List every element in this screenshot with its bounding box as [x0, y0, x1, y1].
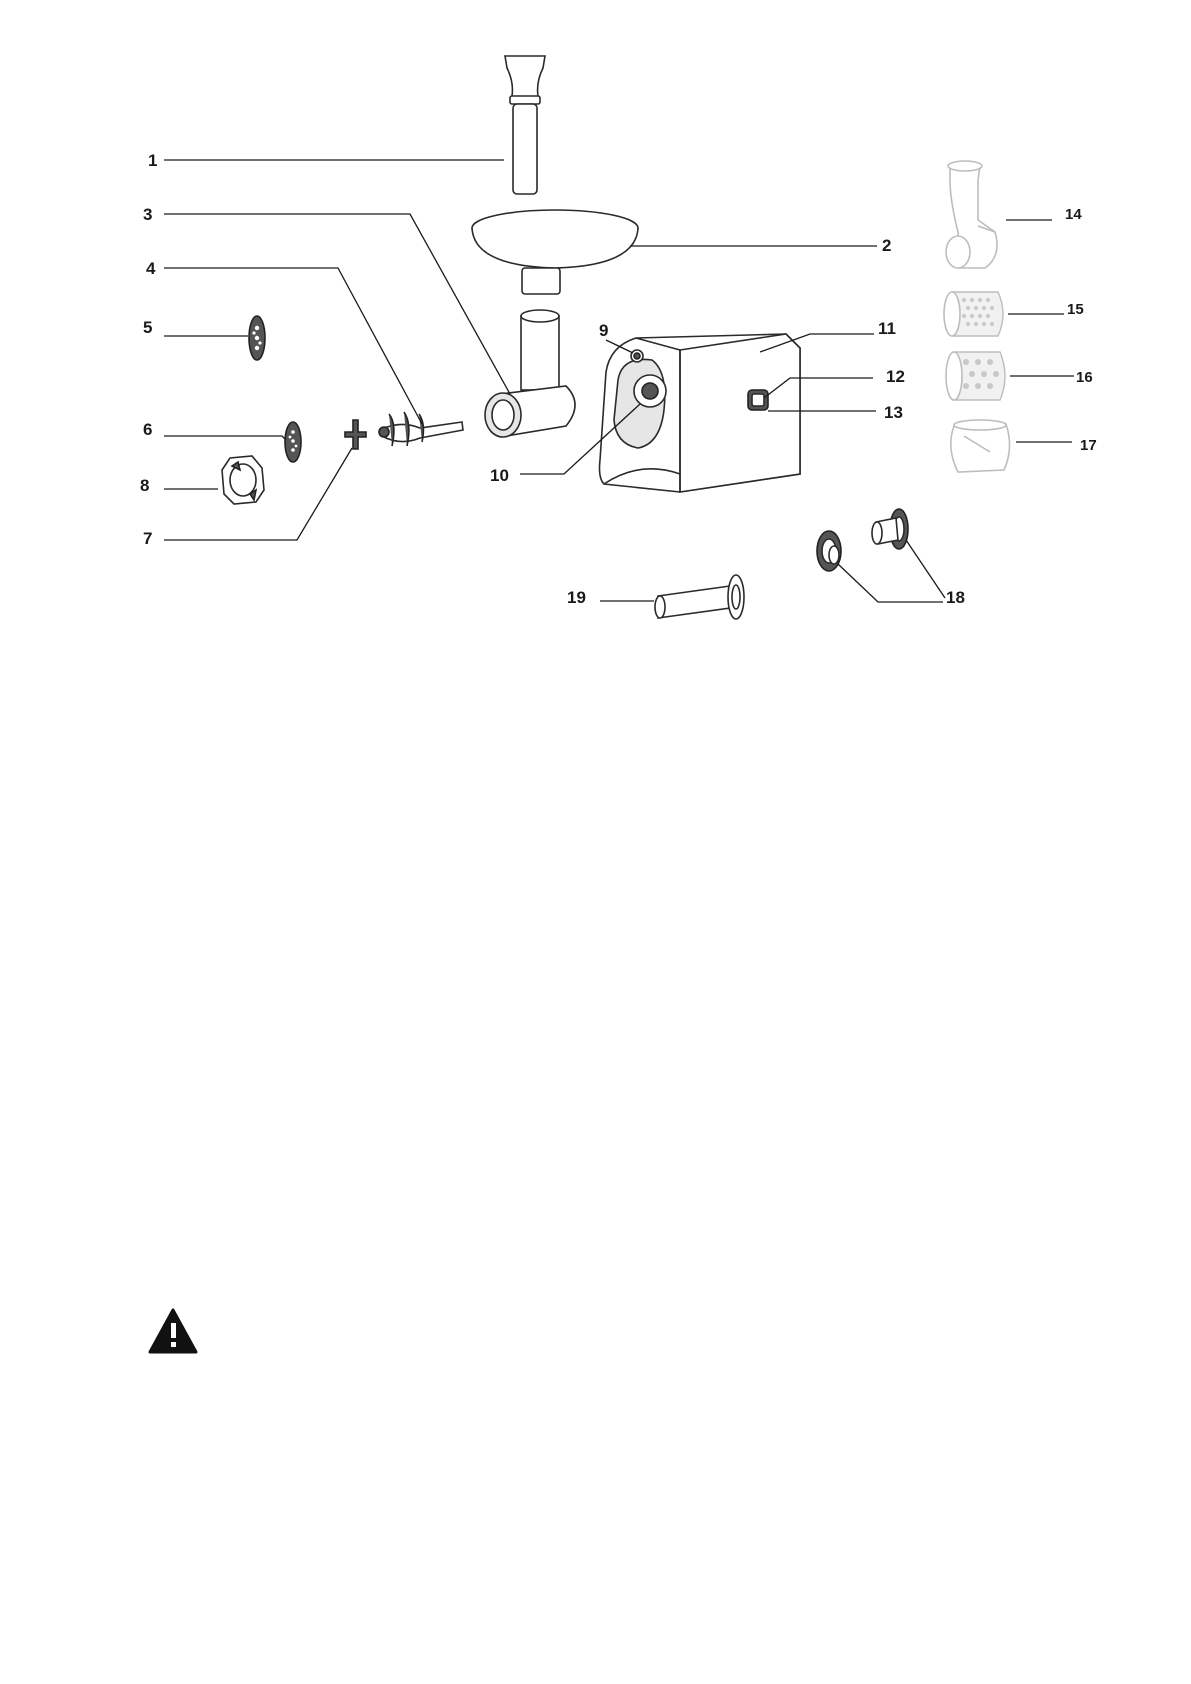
sausage-tube-part	[655, 575, 744, 619]
tray-part	[472, 210, 638, 294]
pusher-part	[505, 56, 545, 194]
fine-grating-drum-part	[944, 292, 1003, 336]
callout-6: 6	[143, 420, 152, 439]
slicing-drum-part	[951, 420, 1010, 472]
callout-2: 2	[882, 236, 891, 255]
callout-14: 14	[1065, 206, 1082, 223]
kebbe-attachment-part	[817, 509, 908, 571]
callout-7: 7	[143, 529, 152, 548]
callout-19: 19	[567, 588, 586, 607]
callout-3: 3	[143, 205, 152, 224]
callout-4: 4	[146, 259, 156, 278]
callout-17: 17	[1080, 437, 1097, 454]
callout-13: 13	[884, 403, 903, 422]
callout-12: 12	[886, 367, 905, 386]
cutting-blade-part	[345, 420, 366, 449]
ring-nut-part	[222, 456, 264, 504]
shredder-housing-part	[946, 161, 997, 268]
callout-5: 5	[143, 318, 152, 337]
callout-16: 16	[1076, 369, 1093, 386]
callout-8: 8	[140, 476, 149, 495]
warning-triangle-icon	[150, 1310, 196, 1352]
callout-9: 9	[599, 321, 608, 340]
callout-11: 11	[878, 319, 896, 338]
callout-1: 1	[148, 151, 157, 170]
coarse-grating-drum-part	[946, 352, 1005, 400]
coarse-disc-part	[249, 316, 265, 360]
auger-part	[379, 412, 463, 446]
callout-15: 15	[1067, 301, 1084, 318]
callout-10: 10	[490, 466, 509, 485]
callout-18: 18	[946, 588, 965, 607]
fine-disc-part	[285, 422, 301, 462]
